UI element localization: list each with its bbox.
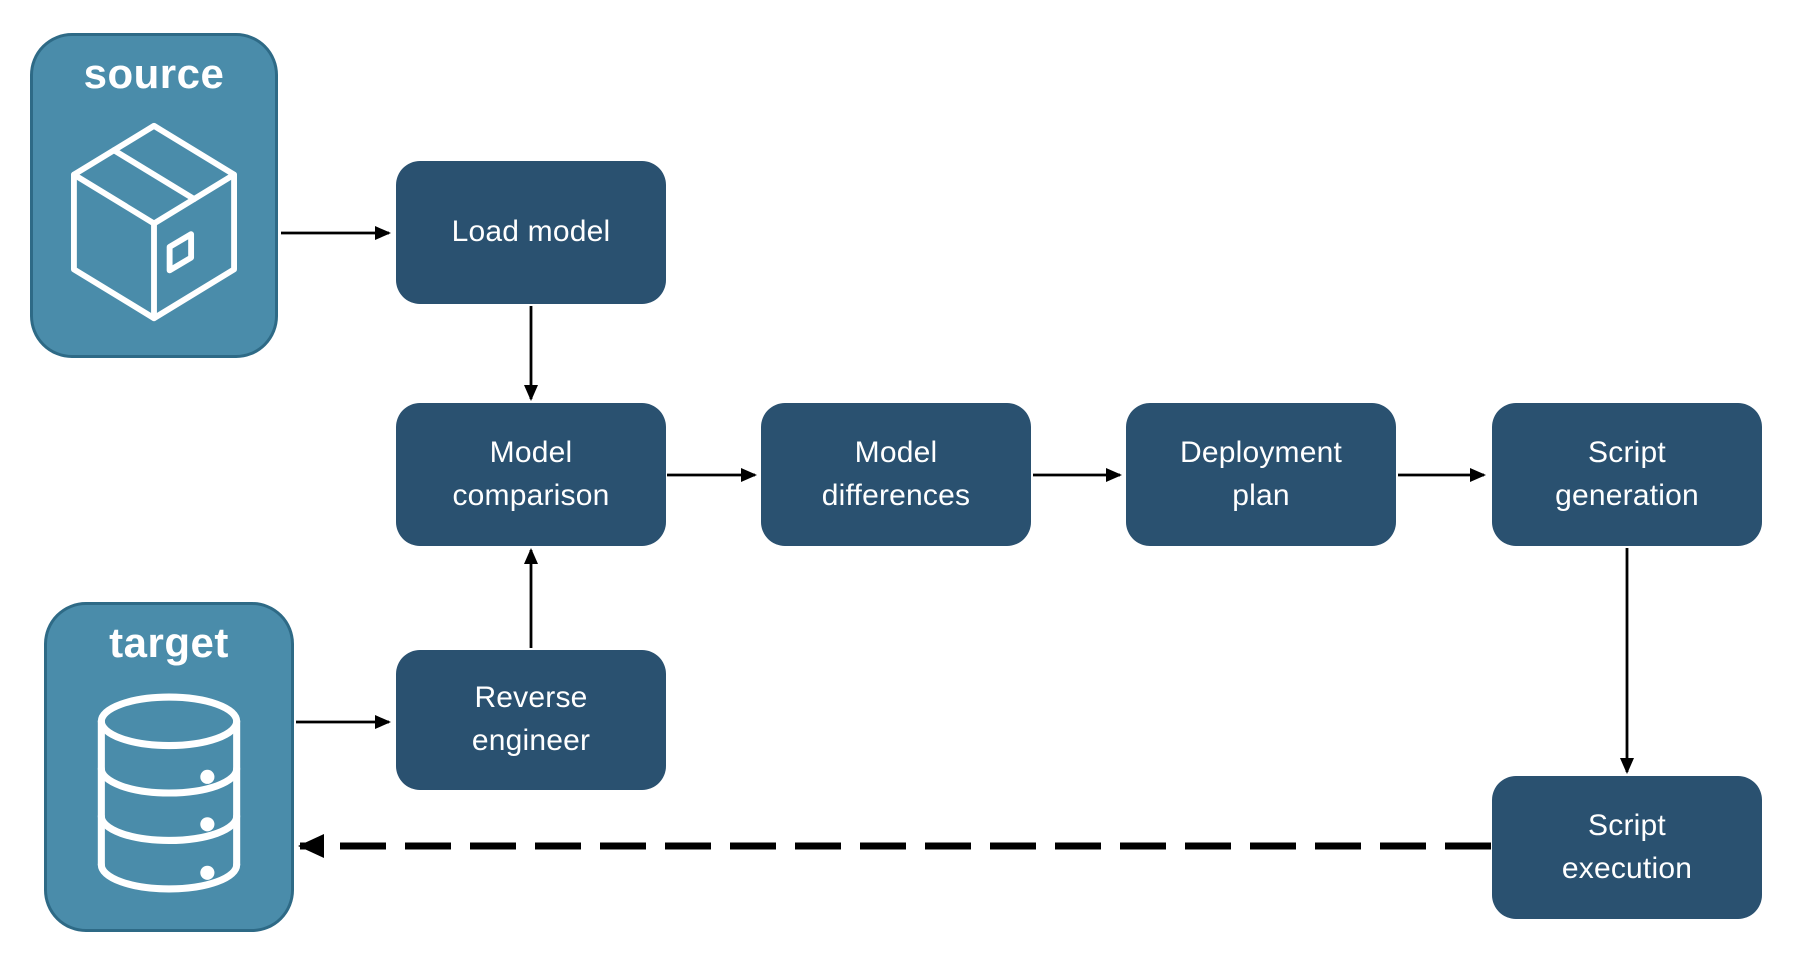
node-deployment-plan: Deployment plan — [1126, 403, 1396, 546]
source-label: source — [83, 50, 225, 97]
script-generation-label: Script generation — [1555, 435, 1699, 512]
target-icon-area — [47, 667, 291, 929]
deployment-plan-label: Deployment plan — [1179, 435, 1343, 512]
database-icon — [97, 693, 241, 893]
node-model-differences: Model differences — [761, 403, 1031, 546]
model-comparison-label: Model comparison — [452, 435, 610, 512]
source-icon-area — [33, 98, 275, 355]
node-target: target — [44, 602, 294, 932]
node-script-generation: Script generation — [1492, 403, 1762, 546]
load-model-label: Load model — [451, 215, 611, 249]
target-label: target — [109, 619, 229, 666]
package-icon — [70, 122, 238, 321]
node-model-comparison: Model comparison — [396, 403, 666, 546]
script-execution-label: Script execution — [1561, 808, 1693, 885]
node-reverse-engineer: Reverse engineer — [396, 650, 666, 790]
node-source: source — [30, 33, 278, 358]
model-differences-label: Model differences — [821, 435, 971, 512]
node-load-model: Load model — [396, 161, 666, 304]
node-script-execution: Script execution — [1492, 776, 1762, 919]
reverse-engineer-label: Reverse engineer — [471, 681, 591, 757]
